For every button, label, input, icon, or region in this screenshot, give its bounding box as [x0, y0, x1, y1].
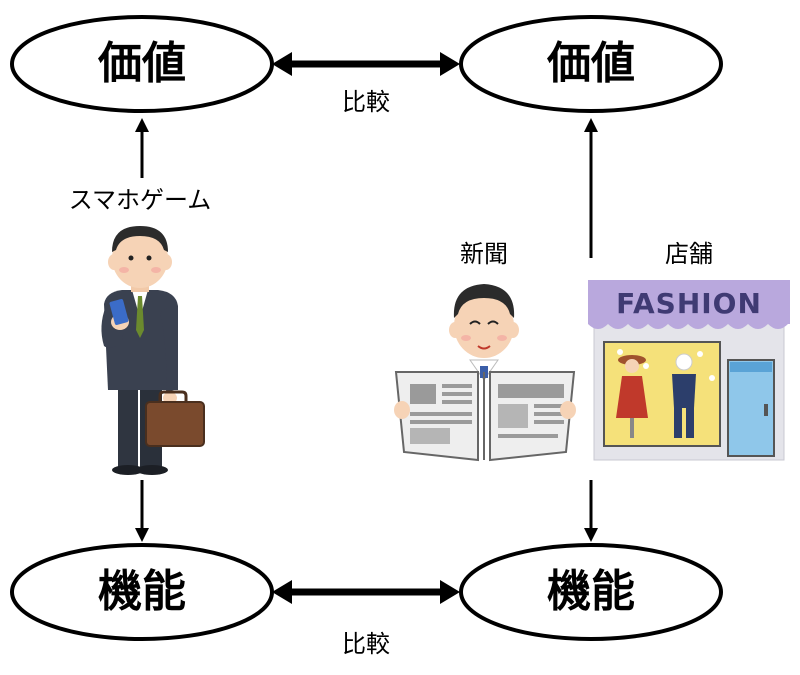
double-arrow-top	[272, 52, 460, 76]
arrow-store-to-function	[584, 480, 598, 542]
store-sign-text: FASHION	[616, 287, 762, 320]
node-value-right-label: 価値	[547, 38, 635, 89]
businessman-smartphone-illustration	[101, 226, 205, 475]
node-value-left-label: 価値	[98, 38, 186, 89]
newspaper-reader-illustration	[394, 284, 576, 462]
node-function-right	[459, 543, 723, 641]
caption-smartphone-game: スマホゲーム	[68, 186, 212, 214]
double-arrow-bottom	[272, 580, 460, 604]
edge-compare-bottom-label: 比較	[342, 630, 390, 658]
node-value-right	[459, 15, 723, 113]
arrow-businessman-to-function	[135, 480, 149, 542]
node-function-right-label: 機能	[547, 566, 635, 617]
arrow-game-to-value	[135, 118, 149, 178]
caption-newspaper: 新聞	[460, 240, 508, 268]
arrow-store-to-value	[584, 118, 598, 258]
edge-compare-top-label: 比較	[342, 88, 390, 116]
caption-store: 店舗	[665, 240, 713, 268]
node-function-left-label: 機能	[98, 566, 186, 617]
fashion-store-illustration: FASHION	[588, 280, 790, 461]
